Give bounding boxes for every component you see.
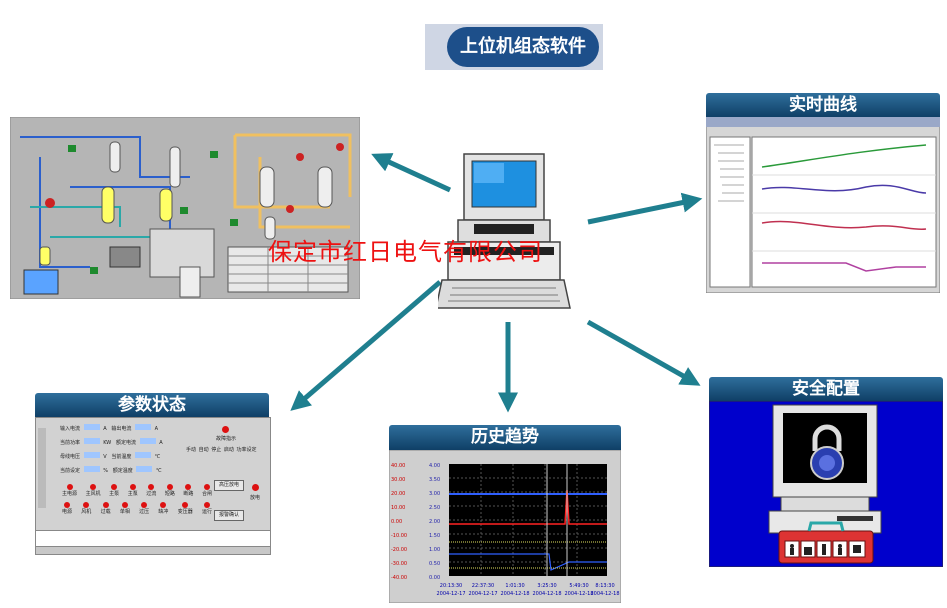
param-row: 输入电流 A 输出电流 A	[60, 424, 159, 432]
status-led	[166, 484, 173, 490]
svg-text:3.00: 3.00	[429, 491, 440, 497]
svg-text:1:01:30: 1:01:30	[505, 583, 524, 589]
status-led	[148, 484, 155, 490]
led-row-1: 主电源 主风机 主泵 主泵 过流 短路 断路 合闸	[62, 484, 212, 497]
svg-text:3:25:30: 3:25:30	[537, 583, 556, 589]
svg-text:-20.00: -20.00	[391, 547, 407, 553]
security-config-screen	[709, 401, 943, 567]
svg-text:22:37:30: 22:37:30	[472, 583, 494, 589]
process-screen	[10, 117, 360, 299]
main-title-box: 上位机组态软件	[425, 24, 603, 70]
fault-indicator-label: 故障指示	[216, 436, 237, 442]
param-value-box	[139, 438, 156, 444]
company-watermark: 保定市红日电气有限公司	[268, 238, 543, 266]
svg-text:40.00: 40.00	[391, 463, 405, 469]
high-voltage-discharge-button[interactable]: 高压放电	[214, 480, 244, 491]
svg-text:30.00: 30.00	[391, 477, 405, 483]
status-led	[182, 502, 189, 508]
param-status-bar	[36, 546, 270, 554]
arrow-to-process	[371, 153, 452, 193]
status-led	[66, 484, 73, 490]
param-row: 当前设定 % 额定温度 ℃	[60, 466, 162, 474]
main-title: 上位机组态软件	[460, 36, 586, 57]
param-value-box	[83, 466, 100, 472]
history-left-ticks: 40.00 30.00 20.00 10.00 0.00 -10.00 -20.…	[391, 463, 407, 581]
status-led	[141, 502, 148, 508]
status-led	[203, 502, 210, 508]
status-led	[111, 484, 118, 490]
param-side-tabs	[38, 428, 46, 508]
svg-text:2004-12-18: 2004-12-18	[532, 591, 561, 597]
status-led	[64, 502, 70, 508]
arrow-to-param	[290, 280, 442, 411]
param-status-title: 参数状态	[35, 393, 269, 417]
svg-text:5:49:30: 5:49:30	[569, 583, 588, 589]
svg-text:8:13:30: 8:13:30	[595, 583, 614, 589]
svg-text:2004-12-18: 2004-12-18	[500, 591, 529, 597]
security-config-title: 安全配置	[709, 377, 943, 401]
param-value-box	[83, 424, 100, 430]
param-value-box	[135, 452, 152, 458]
svg-text:0.50: 0.50	[429, 561, 440, 567]
lock-icon	[812, 424, 842, 451]
arrow-to-realtime	[587, 192, 703, 225]
svg-text:0.00: 0.00	[429, 575, 440, 581]
param-status-screen: 输入电流 A 输出电流 A 当前功率 KW 额定电流 A 母线电压 V 当前温度…	[35, 417, 271, 555]
param-value-box	[83, 452, 100, 458]
svg-text:20:13:30: 20:13:30	[440, 583, 462, 589]
svg-text:2004-12-18: 2004-12-18	[564, 591, 593, 597]
param-row: 母线电压 V 当前温度 ℃	[60, 452, 161, 460]
svg-text:2.00: 2.00	[429, 519, 440, 525]
svg-text:-30.00: -30.00	[391, 561, 407, 567]
status-led	[185, 484, 192, 490]
param-log-table	[36, 530, 270, 551]
history-trend-screen: 40.00 30.00 20.00 10.00 0.00 -10.00 -20.…	[389, 450, 621, 603]
realtime-curve-screen	[706, 117, 940, 293]
svg-text:1.00: 1.00	[429, 547, 440, 553]
svg-text:2004-12-18: 2004-12-18	[590, 591, 619, 597]
svg-text:0.00: 0.00	[391, 519, 402, 525]
status-led	[83, 502, 90, 508]
svg-text:2004-12-17: 2004-12-17	[436, 591, 465, 597]
discharge-led	[252, 484, 259, 491]
history-time-labels: 20:13:30 22:37:30 1:01:30 3:25:30 5:49:3…	[436, 583, 619, 597]
history-trend-title: 历史趋势	[389, 425, 621, 450]
param-value-box	[83, 438, 100, 444]
history-mid-ticks: 4.00 3.50 3.00 2.50 2.00 1.50 1.00 0.50 …	[429, 463, 440, 581]
fault-indicator-led	[222, 426, 229, 433]
computer-icon	[438, 153, 571, 309]
svg-text:2004-12-17: 2004-12-17	[468, 591, 497, 597]
svg-text:-40.00: -40.00	[391, 575, 407, 581]
param-value-box	[136, 466, 153, 472]
param-value-box	[135, 424, 152, 430]
status-led	[203, 484, 210, 490]
status-led	[102, 502, 109, 508]
led-row-2: 电源 风机 过载 单相 过压 缺冲 变压器 运行	[62, 502, 212, 515]
status-led	[121, 502, 128, 508]
status-led	[160, 502, 167, 508]
param-row: 当前功率 KW 额定电流 A	[60, 438, 163, 446]
svg-text:2.50: 2.50	[429, 505, 440, 511]
status-led	[90, 484, 97, 490]
svg-text:10.00: 10.00	[391, 505, 405, 511]
status-led	[129, 484, 136, 490]
alarm-ack-button[interactable]: 报警确认	[214, 510, 244, 521]
svg-text:-10.00: -10.00	[391, 533, 407, 539]
svg-text:20.00: 20.00	[391, 491, 405, 497]
svg-text:1.50: 1.50	[429, 533, 440, 539]
main-title-pill	[447, 27, 599, 67]
arrow-to-security	[586, 319, 701, 386]
svg-text:4.00: 4.00	[429, 463, 440, 469]
discharge-led-label: 放电	[250, 495, 261, 501]
svg-text:3.50: 3.50	[429, 477, 440, 483]
realtime-curve-title: 实时曲线	[706, 93, 940, 117]
